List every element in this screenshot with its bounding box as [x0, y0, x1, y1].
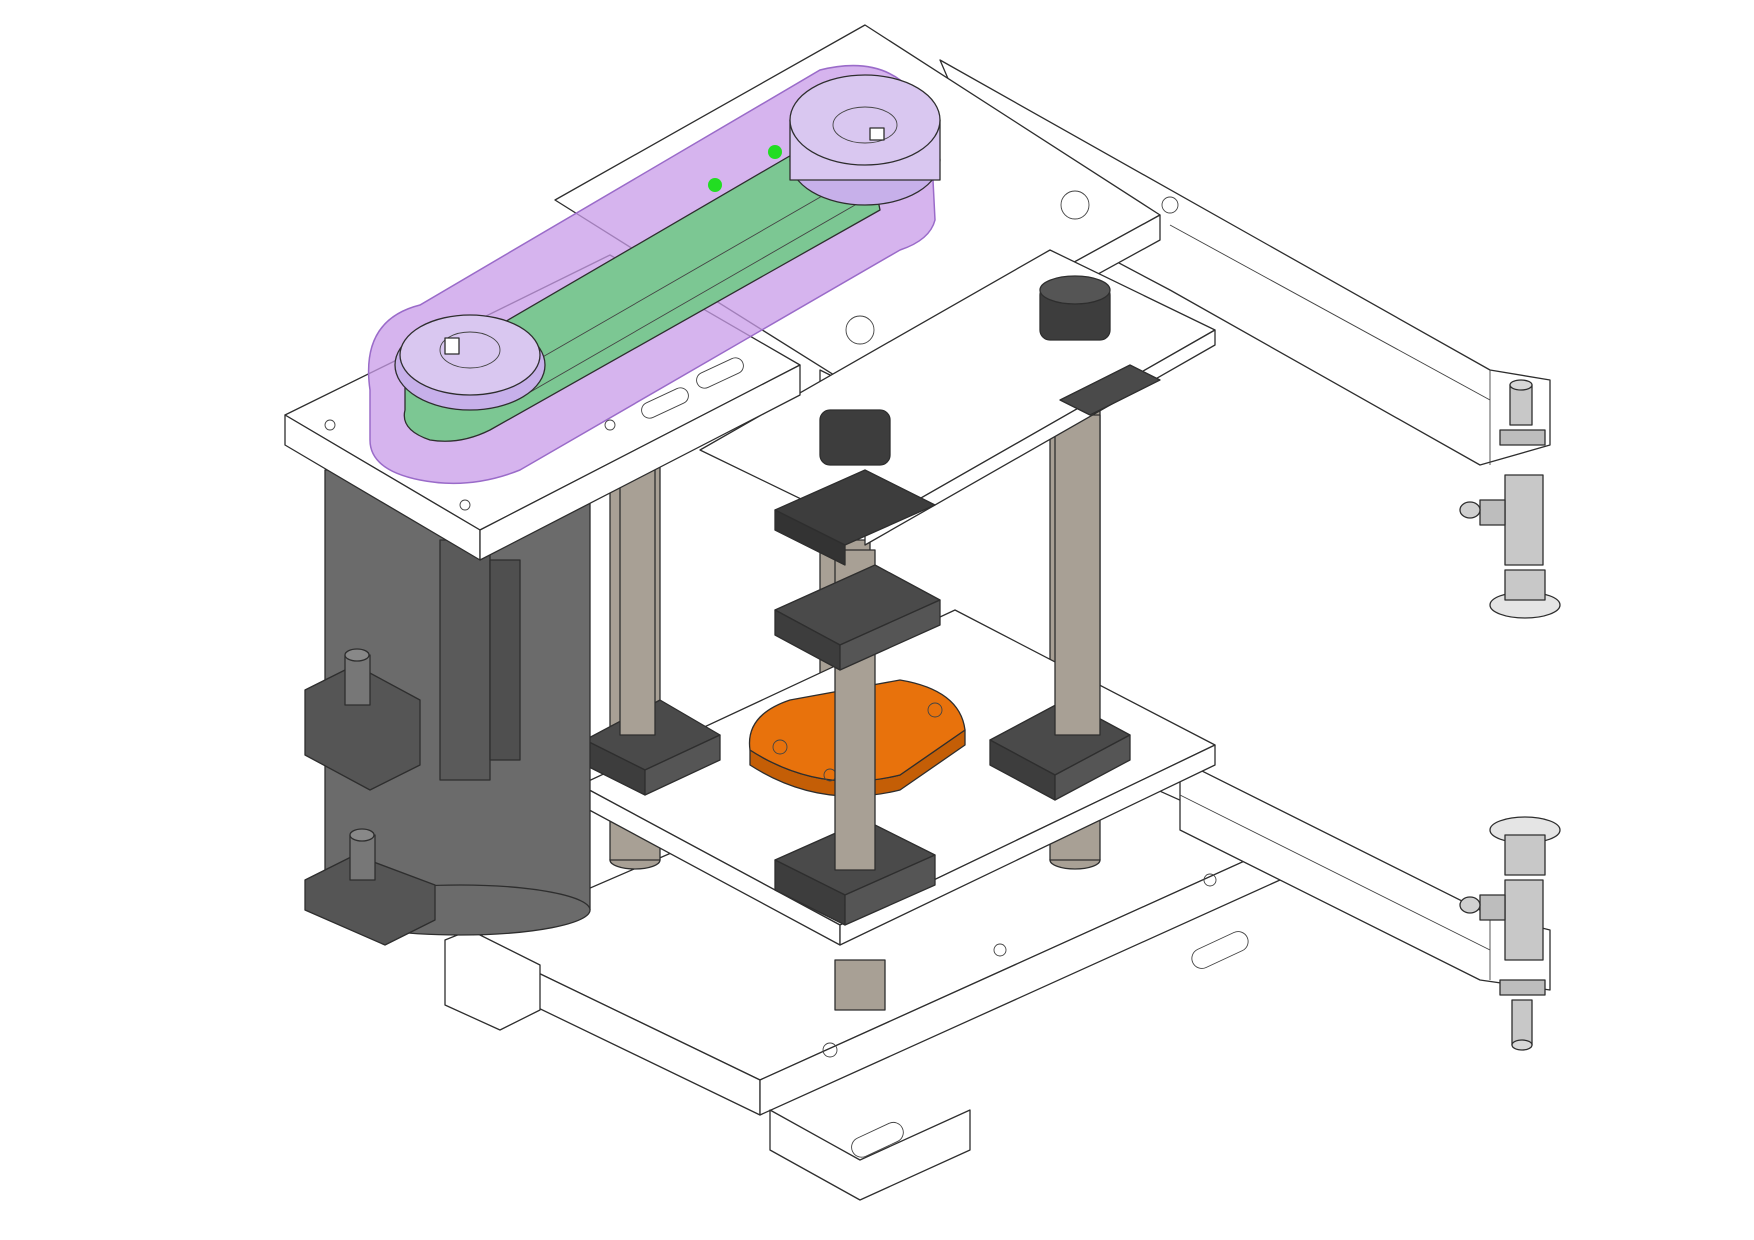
motor-connector — [304, 828, 436, 946]
base-foot-bottom — [769, 1109, 971, 1201]
flange-block — [774, 564, 941, 671]
base-slot — [1191, 931, 1249, 969]
base-slot — [851, 1121, 904, 1158]
drive-pulley — [394, 314, 546, 411]
lower-arm — [1179, 759, 1551, 991]
motor-connector — [304, 648, 421, 791]
base-hole — [822, 1042, 838, 1058]
base-hole — [1203, 873, 1217, 887]
moving-plate-side — [839, 744, 1216, 946]
belt-marker — [708, 178, 722, 192]
top-plate-hole — [845, 315, 875, 345]
lower-suction-cup — [1459, 816, 1561, 1051]
driven-pulley — [789, 74, 941, 206]
upper-suction-cup — [1459, 379, 1561, 619]
motor-plate-side — [479, 364, 801, 561]
upper-frame-plate — [699, 249, 1216, 566]
flange-block — [584, 469, 721, 796]
linear-bushings — [584, 414, 1131, 926]
belt-marker — [768, 145, 782, 159]
flange-block — [774, 364, 1161, 566]
top-plate-hole — [1060, 190, 1090, 220]
base-hole — [993, 943, 1007, 957]
